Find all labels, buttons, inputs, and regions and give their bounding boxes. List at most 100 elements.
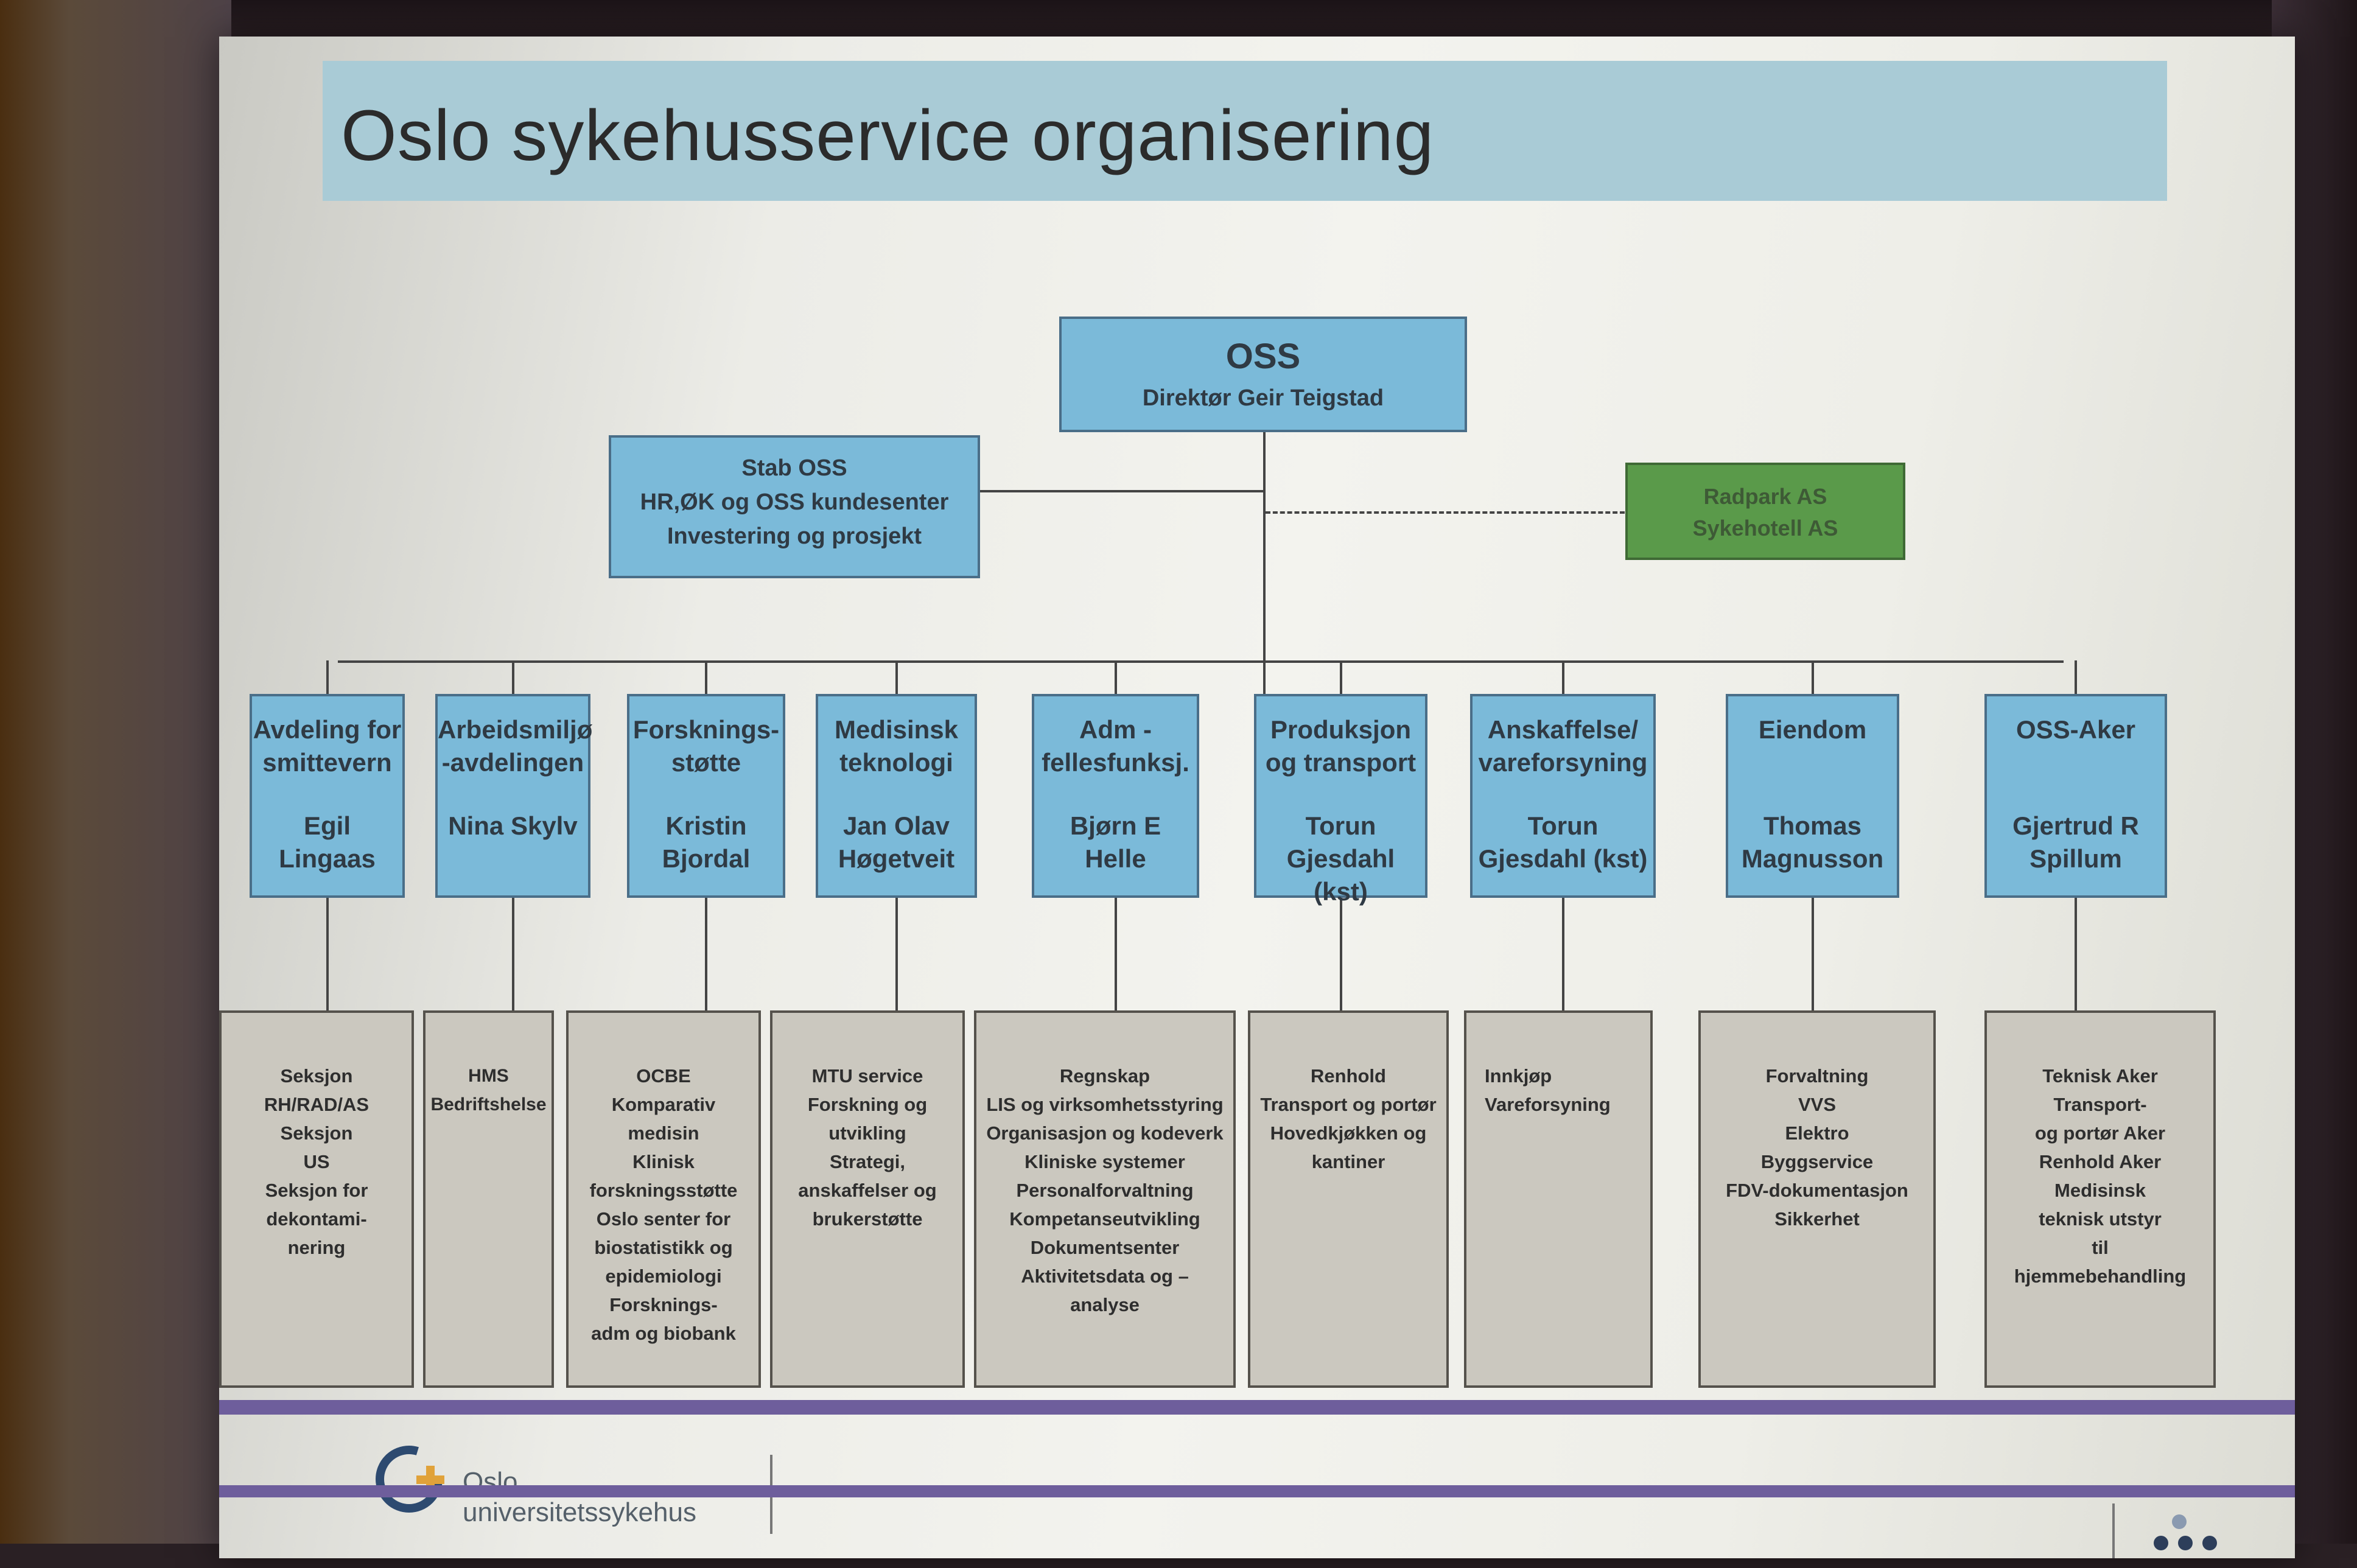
- section-item: HMS: [468, 1066, 509, 1086]
- connector-bus-to-department: [326, 660, 329, 695]
- logo-line2: universitetssykehus: [463, 1497, 696, 1527]
- section-item: Seksjon for: [265, 1180, 368, 1201]
- section-item: teknisk utstyr: [2039, 1208, 2162, 1230]
- projected-slide: Oslo sykehusservice organisering OSS Dir…: [219, 37, 2295, 1558]
- department-head: Gjertrud R Spillum: [2012, 811, 2139, 873]
- section-item: Klinisk: [632, 1151, 695, 1172]
- department-head: Thomas Magnusson: [1741, 811, 1884, 873]
- connector-subsidiaries-dashed: [1266, 511, 1625, 514]
- oss-director-box: OSS Direktør Geir Teigstad: [1059, 317, 1467, 432]
- footer-separator-right: [2112, 1503, 2115, 1558]
- section-item: Forskning og: [807, 1094, 928, 1115]
- oslo-universitetssykehus-logo-icon: [376, 1446, 444, 1513]
- section-item: kantiner: [1311, 1151, 1385, 1172]
- footer-rule: [219, 1400, 2295, 1415]
- department-name: Medisinsk teknologi: [834, 715, 959, 777]
- department-name: Eiendom: [1758, 715, 1867, 744]
- section-item: brukerstøtte: [812, 1208, 923, 1230]
- section-item: Personalforvaltning: [1016, 1180, 1194, 1201]
- department-head: Egil Lingaas: [279, 811, 376, 873]
- connector-bus-to-department: [895, 660, 898, 695]
- section-item: Innkjøp: [1485, 1065, 1552, 1087]
- section-item: Forsknings-: [609, 1294, 718, 1315]
- subsidiaries-box: Radpark AS Sykehotell AS: [1625, 463, 1905, 560]
- department-name: Adm - fellesfunksj.: [1042, 715, 1189, 777]
- section-item: Vareforsyning: [1485, 1094, 1611, 1115]
- section-item: medisin: [628, 1122, 699, 1144]
- section-item: Hovedkjøkken og: [1270, 1122, 1427, 1144]
- section-item: Regnskap: [1059, 1065, 1150, 1087]
- connector-bus-to-department: [1339, 660, 1342, 695]
- staff-line: Stab OSS: [741, 455, 847, 481]
- connector-department-bus: [338, 660, 2064, 663]
- section-item: anskaffelser og: [798, 1180, 937, 1201]
- section-item: RH/RAD/AS: [264, 1094, 369, 1115]
- slide-title: Oslo sykehusservice organisering: [341, 96, 1435, 176]
- section-item: VVS: [1798, 1094, 1837, 1115]
- footer-rule-lower: [219, 1485, 2295, 1497]
- section-item: og portør Aker: [2034, 1122, 2166, 1144]
- connector-department-to-sections: [895, 898, 898, 1012]
- department-name: Avdeling for smittevern: [253, 715, 402, 777]
- connector-bus-to-department: [2075, 660, 2077, 695]
- connector-department-to-sections: [326, 898, 329, 1012]
- section-item: nering: [287, 1237, 346, 1258]
- section-item: Strategi,: [829, 1151, 906, 1172]
- connector-bus-to-department: [511, 660, 514, 695]
- section-item: FDV-dokumentasjon: [1726, 1180, 1908, 1201]
- section-item: Seksjon: [280, 1065, 353, 1087]
- section-item: Oslo senter for: [596, 1208, 731, 1230]
- connector-staff: [980, 490, 1264, 492]
- section-item: Transport-: [2053, 1094, 2147, 1115]
- section-item: Renhold Aker: [2039, 1151, 2162, 1172]
- department-head: Torun Gjesdahl (kst): [1286, 811, 1395, 906]
- staff-line: Investering og prosjekt: [667, 523, 922, 549]
- section-item: Medisinsk: [2054, 1180, 2146, 1201]
- section-item: hjemmebehandling: [2014, 1265, 2187, 1287]
- section-item: Transport og portør: [1260, 1094, 1437, 1115]
- section-item: Kompetanseutvikling: [1009, 1208, 1200, 1230]
- department-head: Torun Gjesdahl (kst): [1478, 811, 1648, 873]
- connector-bus-to-department: [1114, 660, 1117, 695]
- department-name: Anskaffelse/ vareforsyning: [1478, 715, 1648, 777]
- connector-department-to-sections: [1561, 898, 1564, 1012]
- subsidiary-line: Radpark AS: [1703, 484, 1827, 509]
- oss-director: Direktør Geir Teigstad: [1142, 385, 1384, 411]
- section-item: utvikling: [828, 1122, 906, 1144]
- section-item: Teknisk Aker: [2042, 1065, 2158, 1087]
- connector-main-vertical: [1263, 432, 1266, 694]
- department-name: OSS-Aker: [2016, 715, 2136, 744]
- connector-bus-to-department: [1811, 660, 1814, 695]
- section-item: Aktivitetsdata og –: [1021, 1265, 1189, 1287]
- section-item: Komparativ: [611, 1094, 716, 1115]
- section-item: biostatistikk og: [594, 1237, 733, 1258]
- section-item: analyse: [1070, 1294, 1140, 1315]
- connector-department-to-sections: [1339, 898, 1342, 1012]
- connector-bus-to-department: [705, 660, 707, 695]
- department-head: Nina Skylv: [448, 811, 578, 840]
- department-head: Bjørn E Helle: [1070, 811, 1161, 873]
- connector-department-to-sections: [1114, 898, 1117, 1012]
- connector-bus-to-department: [1561, 660, 1564, 695]
- department-box: Adm - fellesfunksj. Bjørn E Helle: [1032, 694, 1199, 898]
- subsidiary-line: Sykehotell AS: [1692, 516, 1838, 541]
- connector-department-to-sections: [2075, 898, 2077, 1012]
- section-item: forskningsstøtte: [589, 1180, 738, 1201]
- section-item: Dokumentsenter: [1030, 1237, 1180, 1258]
- section-item: Byggservice: [1760, 1151, 1874, 1172]
- section-item: til: [2092, 1237, 2109, 1258]
- logo-text: Oslo universitetssykehus: [463, 1467, 696, 1528]
- department-name: Forsknings- støtte: [632, 715, 780, 777]
